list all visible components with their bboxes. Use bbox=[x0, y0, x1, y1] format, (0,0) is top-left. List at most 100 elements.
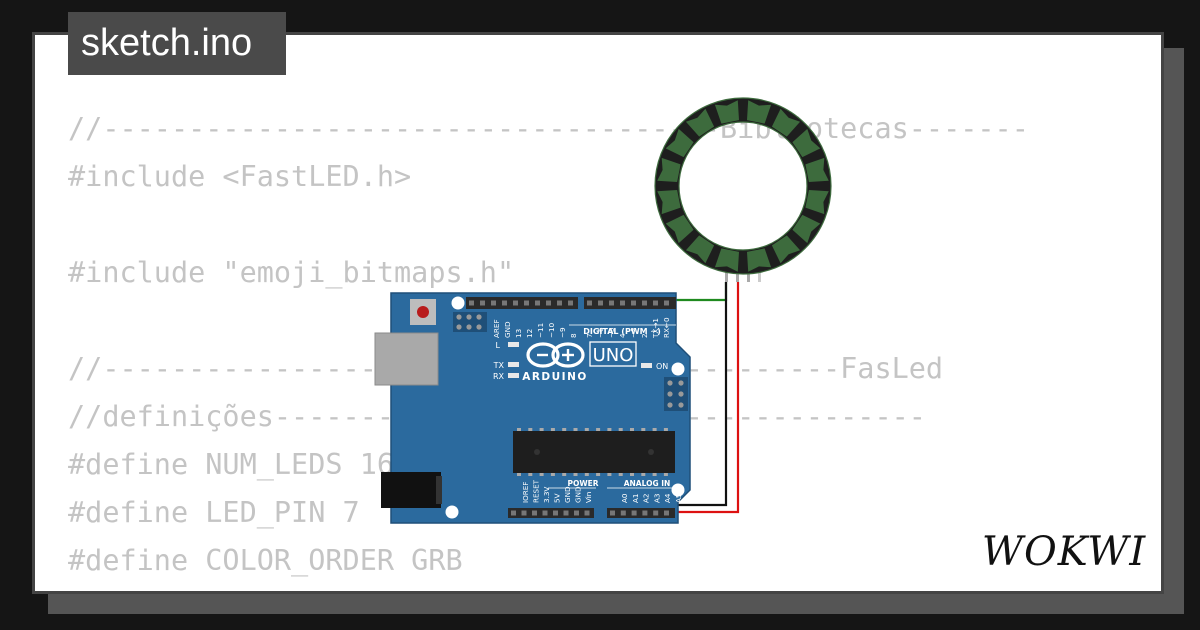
analog-pin-label: A1 bbox=[631, 494, 640, 504]
header-pin[interactable] bbox=[521, 510, 527, 516]
header-pin[interactable] bbox=[532, 510, 537, 516]
power-pin-label: RESET bbox=[532, 479, 541, 503]
digital-pin-label: ~5 bbox=[607, 327, 616, 338]
mount-hole bbox=[445, 505, 459, 519]
digital-pin-label: ~11 bbox=[536, 323, 545, 338]
header-pin[interactable] bbox=[542, 510, 548, 516]
mount-hole bbox=[451, 296, 465, 310]
power-pin-label: GND bbox=[563, 486, 572, 503]
header-pin[interactable] bbox=[568, 300, 573, 306]
code-line: #define COLOR_ORDER GRB bbox=[68, 544, 463, 577]
ring-led bbox=[805, 190, 829, 215]
code-line: #define NUM_LEDS 16 bbox=[68, 448, 395, 481]
microcontroller-chip bbox=[513, 428, 675, 476]
ring-led bbox=[747, 248, 772, 272]
led-on bbox=[641, 363, 652, 368]
analog-pin-label: A3 bbox=[652, 494, 661, 504]
wokwi-logo[interactable]: WOKWI bbox=[978, 527, 1150, 575]
header-pin[interactable] bbox=[664, 510, 669, 516]
ring-leds bbox=[657, 100, 829, 272]
header-pin[interactable] bbox=[610, 510, 615, 516]
header-pin[interactable] bbox=[557, 300, 562, 306]
power-wire[interactable] bbox=[663, 282, 740, 514]
header-pin[interactable] bbox=[642, 300, 647, 306]
digital-pin-label: ~6 bbox=[596, 327, 605, 338]
header-pin[interactable] bbox=[574, 510, 579, 516]
header-pin[interactable] bbox=[502, 300, 507, 306]
header-pin[interactable] bbox=[631, 510, 637, 516]
digital-label: DIGITAL (PWM ~) bbox=[583, 327, 661, 336]
header-pin[interactable] bbox=[653, 510, 659, 516]
power-pin-label: IOREF bbox=[521, 482, 530, 503]
led-l-label: L bbox=[496, 341, 501, 350]
ring-led bbox=[665, 128, 694, 158]
header-pin[interactable] bbox=[653, 300, 658, 306]
header-pin[interactable] bbox=[587, 300, 592, 306]
analog-label: ANALOG IN bbox=[624, 479, 671, 488]
digital-pin-label: GND bbox=[503, 321, 512, 338]
led-l bbox=[508, 342, 519, 347]
icsp-header-top bbox=[453, 312, 487, 332]
ring-led bbox=[714, 100, 739, 124]
header-pin[interactable] bbox=[524, 300, 529, 306]
dc-power-jack[interactable] bbox=[381, 472, 441, 508]
model-label: UNO bbox=[593, 345, 634, 366]
header-pin[interactable] bbox=[491, 300, 496, 306]
ring-led bbox=[657, 157, 681, 182]
arduino-infinity-logo-icon bbox=[526, 342, 585, 368]
digital-pin-label: ~3 bbox=[629, 327, 638, 338]
ring-led bbox=[714, 248, 739, 272]
header-pin[interactable] bbox=[609, 300, 614, 306]
header-pin[interactable] bbox=[469, 300, 474, 306]
led-tx bbox=[508, 362, 519, 367]
power-pin-label: 3.3V bbox=[542, 487, 551, 503]
digital-pin-label: 2 bbox=[640, 333, 649, 338]
header-pin[interactable] bbox=[553, 510, 558, 516]
reset-button-cap[interactable] bbox=[417, 306, 429, 318]
power-pin-label: GND bbox=[574, 486, 583, 503]
power-pin-label: 5V bbox=[553, 493, 562, 503]
digital-header-right bbox=[584, 297, 676, 309]
header-pin[interactable] bbox=[535, 300, 540, 306]
header-pin[interactable] bbox=[513, 300, 518, 306]
code-line: #include <FastLED.h> bbox=[68, 160, 412, 193]
signal-wire[interactable] bbox=[676, 282, 728, 302]
power-header bbox=[508, 508, 594, 518]
header-pin[interactable] bbox=[620, 510, 626, 516]
mount-hole bbox=[671, 483, 685, 497]
header-pin[interactable] bbox=[631, 300, 636, 306]
header-pin[interactable] bbox=[642, 510, 648, 516]
header-pin[interactable] bbox=[620, 300, 625, 306]
digital-header-left bbox=[466, 297, 578, 309]
power-pin-label: Vin bbox=[584, 492, 593, 503]
analog-pin-label: A5 bbox=[674, 494, 683, 504]
usb-port[interactable] bbox=[374, 332, 439, 386]
ring-led bbox=[665, 214, 694, 244]
wokwi-logo-text: WOKWI bbox=[982, 529, 1146, 575]
file-name-tab[interactable]: sketch.ino bbox=[68, 12, 286, 75]
header-pin[interactable] bbox=[563, 510, 569, 516]
digital-pin-label: 4 bbox=[618, 333, 627, 338]
header-pin[interactable] bbox=[598, 300, 603, 306]
header-pin[interactable] bbox=[546, 300, 551, 306]
ring-led bbox=[685, 235, 715, 264]
neopixel-ring[interactable] bbox=[654, 97, 832, 275]
code-editor: //------------------------------------Bi… bbox=[68, 105, 1029, 591]
ring-led bbox=[657, 190, 681, 215]
icsp-header-right bbox=[664, 377, 688, 411]
led-tx-label: TX bbox=[493, 361, 505, 370]
header-pin[interactable] bbox=[584, 510, 590, 516]
digital-pin-label: 8 bbox=[569, 333, 578, 338]
code-line: //------------------------------------Bi… bbox=[68, 112, 1029, 145]
header-pin[interactable] bbox=[664, 300, 669, 306]
ring-led bbox=[771, 235, 801, 264]
power-label: POWER bbox=[567, 479, 598, 488]
header-pin[interactable] bbox=[511, 510, 516, 516]
ring-led bbox=[771, 108, 801, 137]
ring-led bbox=[747, 100, 772, 124]
analog-header bbox=[607, 508, 675, 518]
code-line: #include "emoji_bitmaps.h" bbox=[68, 256, 515, 289]
ring-led bbox=[792, 214, 821, 244]
header-pin[interactable] bbox=[480, 300, 485, 306]
